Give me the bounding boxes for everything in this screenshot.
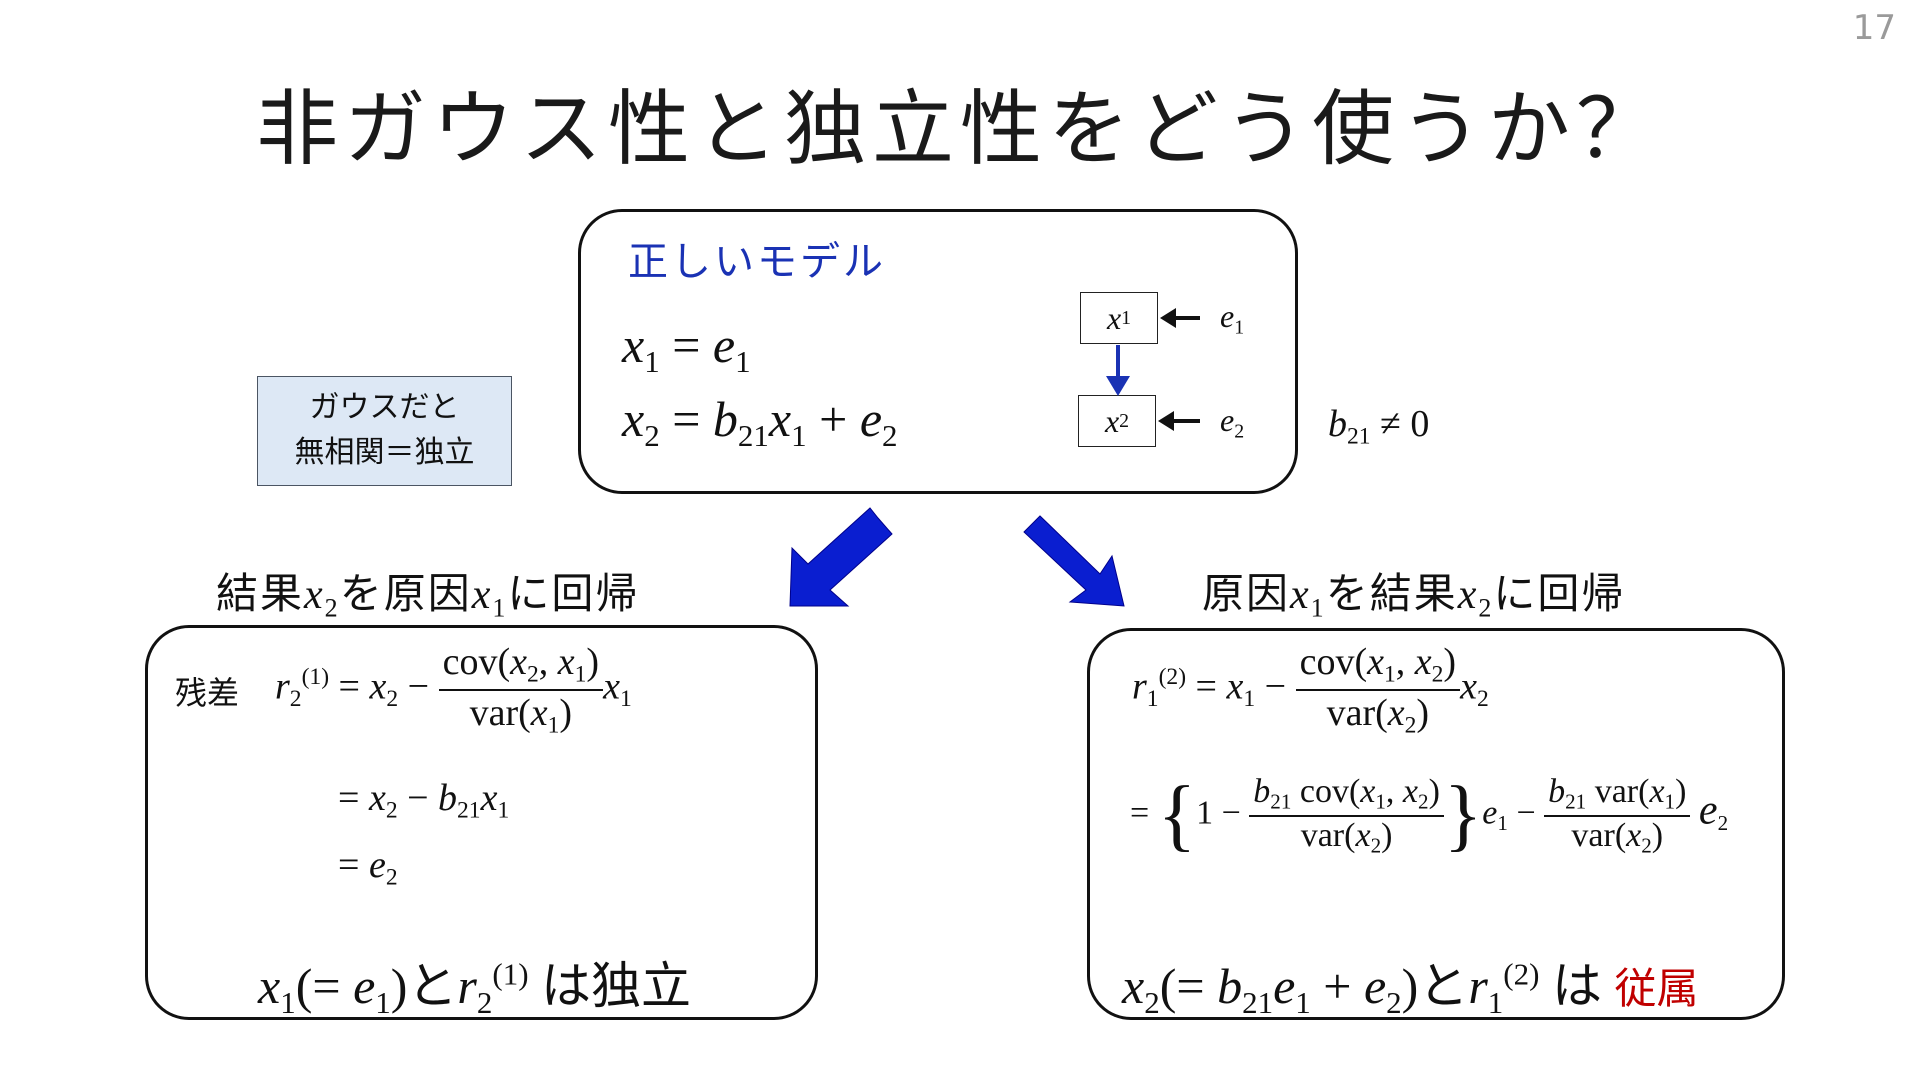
left-heading: 結果x2を原因x1に回帰 bbox=[216, 569, 640, 623]
right-result-tail: は bbox=[1551, 957, 1602, 1015]
gaussian-note-line1: ガウスだと bbox=[309, 390, 460, 425]
right-regression-box bbox=[1087, 628, 1785, 1020]
right-result-particle: と bbox=[1418, 957, 1469, 1015]
coef-condition-text: ≠ 0 bbox=[1380, 403, 1430, 445]
right-heading-b: を結果 bbox=[1325, 569, 1458, 618]
right-residual-equation: r1(2) = x1 − cov(x1, x2)var(x2)x2 bbox=[1132, 641, 1489, 739]
model-equation-2: x2 = b21x1 + e2 bbox=[622, 391, 898, 453]
node-e2: e2 bbox=[1220, 402, 1245, 443]
left-regression-box bbox=[145, 625, 818, 1020]
left-residual-equation: r2(1) = x2 − cov(x2, x1)var(x1)x1 bbox=[275, 641, 632, 739]
left-heading-c: に回帰 bbox=[507, 569, 640, 618]
model-heading: 正しいモデル bbox=[628, 239, 886, 285]
left-heading-a: 結果 bbox=[216, 569, 305, 618]
page-title: 非ガウス性と独立性をどう使うか？ bbox=[255, 82, 1664, 177]
right-heading-a: 原因 bbox=[1202, 569, 1291, 618]
slide-number: 17 bbox=[1852, 8, 1896, 48]
left-heading-b: を原因 bbox=[339, 569, 472, 618]
left-result: x1(= e1)とr2(1) は独立 bbox=[258, 956, 692, 1020]
right-heading-c: に回帰 bbox=[1493, 569, 1626, 618]
node-e1: e1 bbox=[1220, 298, 1245, 339]
residual-label: 残差 bbox=[175, 674, 240, 712]
right-result: x2(= b21e1 + e2)とr1(2) は 従属 bbox=[1122, 956, 1699, 1020]
left-step-3: = e2 bbox=[338, 844, 398, 891]
right-step-2: = {1 − b21 cov(x1, x2)var(x2)}e1 − b21 v… bbox=[1130, 771, 1729, 859]
coefficient-condition: b21 ≠ 0 bbox=[1328, 403, 1430, 450]
model-box bbox=[578, 209, 1298, 494]
right-heading: 原因x1を結果x2に回帰 bbox=[1202, 569, 1626, 623]
gaussian-note: ガウスだと 無相関＝独立 bbox=[257, 376, 512, 486]
left-result-particle: と bbox=[407, 957, 458, 1015]
left-result-tail: は独立 bbox=[541, 957, 692, 1015]
left-step-2: = x2 − b21x1 bbox=[338, 777, 510, 824]
model-equation-1: x1 = e1 bbox=[622, 317, 751, 379]
dependent-label: 従属 bbox=[1614, 964, 1699, 1013]
gaussian-note-line2: 無相関＝独立 bbox=[294, 435, 475, 470]
